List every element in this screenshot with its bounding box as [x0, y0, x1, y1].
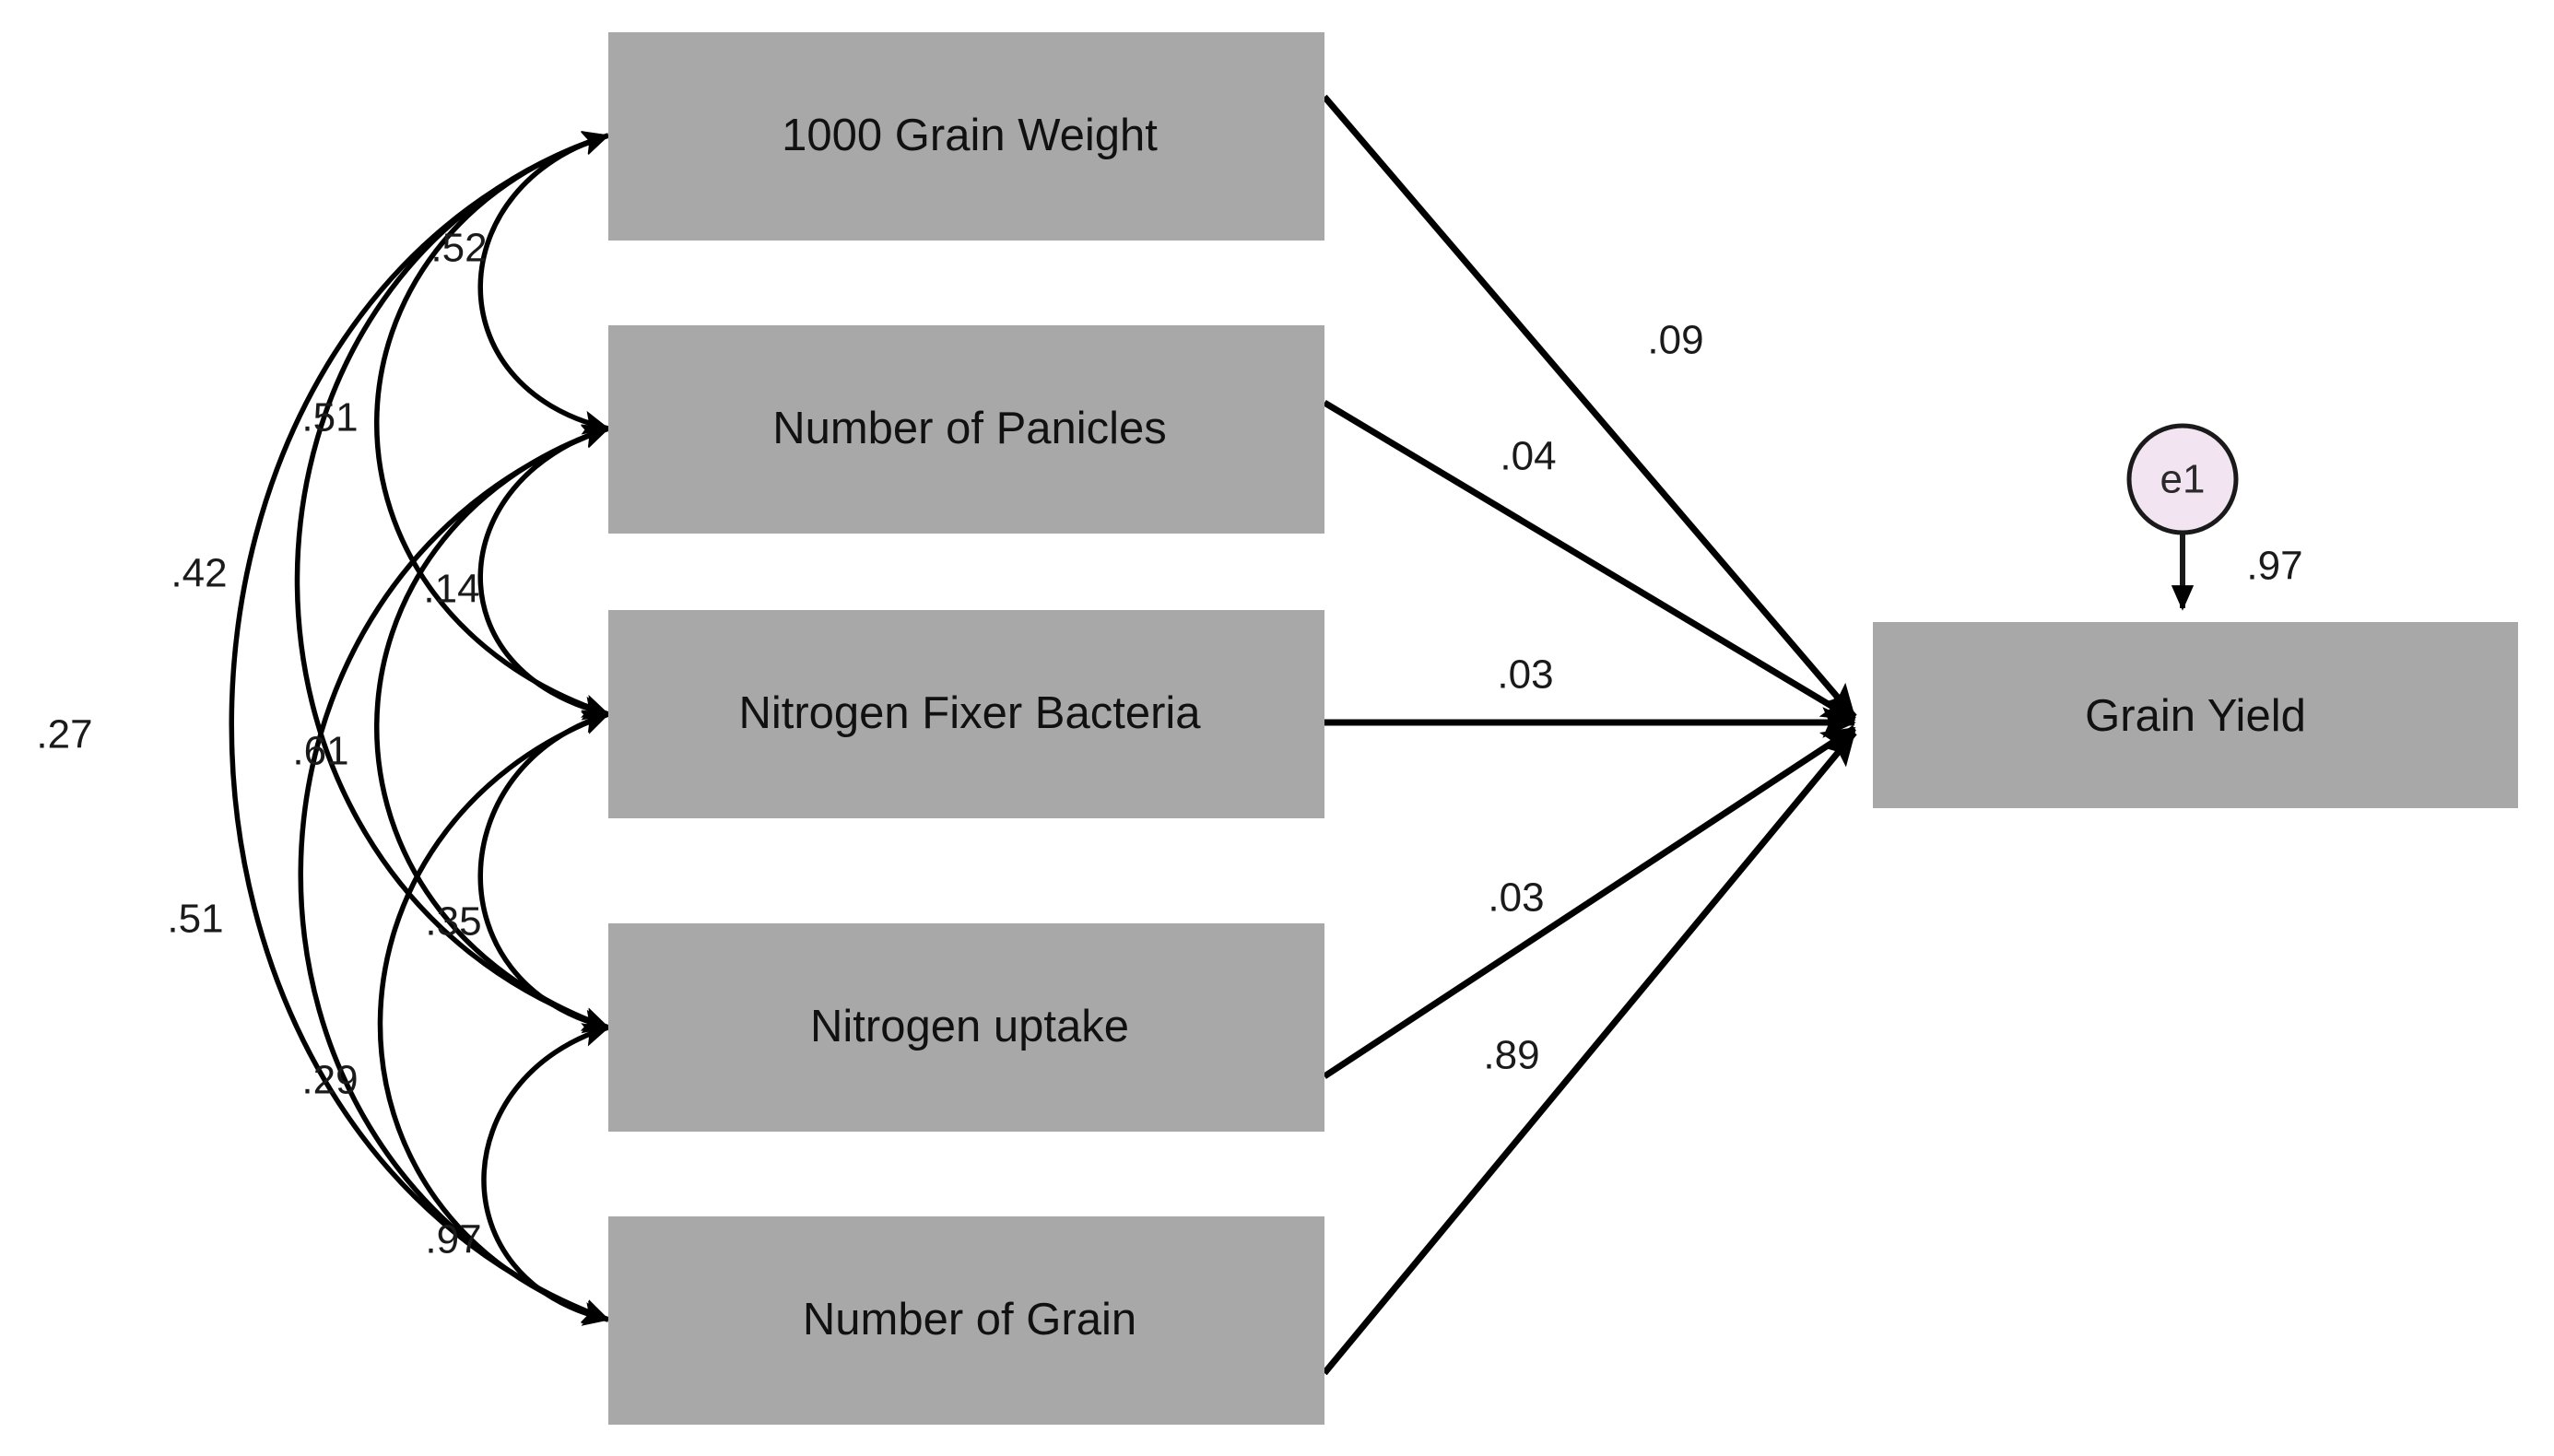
- correlation-curve-panicles-nfixer: [477, 424, 610, 721]
- correlation-label-nuptake-gnumber: .97: [425, 1217, 481, 1262]
- variable-box-nitrogen-uptake[interactable]: Nitrogen uptake: [608, 923, 1324, 1132]
- path-coefficient-grain-weight: .09: [1647, 318, 1703, 363]
- correlation-label-gw-nuptake: .42: [171, 551, 227, 596]
- correlation-curve-gw-gnumber: [229, 132, 610, 1322]
- error-node-e1[interactable]: e1: [2126, 423, 2239, 535]
- variable-box-label: Nitrogen Fixer Bacteria: [738, 688, 1201, 738]
- variable-box-label: Number of Panicles: [772, 404, 1167, 453]
- variable-box-nitrogen-fixer-bacteria[interactable]: Nitrogen Fixer Bacteria: [608, 610, 1324, 818]
- path-arrow-grain-weight-to-yield: [1322, 94, 1857, 720]
- path-arrow-gnumber-to-yield: [1322, 730, 1857, 1376]
- correlation-label-nfixer-nuptake: .35: [425, 899, 481, 945]
- path-coefficient-panicles: .04: [1500, 434, 1556, 479]
- correlation-label-nfixer-gnumber: .29: [301, 1058, 358, 1103]
- variable-box-label: Nitrogen uptake: [810, 1002, 1129, 1051]
- correlation-curve-gw-panicles: [477, 131, 610, 435]
- outcome-box-label: Grain Yield: [2085, 691, 2306, 741]
- path-coefficient-nfixer: .03: [1497, 652, 1553, 698]
- correlation-curve-nfixer-gnumber: [377, 711, 610, 1324]
- correlation-label-gw-nfixer: .51: [301, 395, 358, 440]
- correlation-curve-nuptake-gnumber: [481, 1023, 610, 1326]
- error-node-label: e1: [2160, 457, 2206, 502]
- error-coefficient-label: .97: [2246, 544, 2302, 589]
- correlation-curve-nfixer-nuptake: [477, 710, 610, 1034]
- correlation-label-panicles-nfixer: .14: [423, 567, 479, 612]
- path-coefficient-nuptake: .03: [1488, 875, 1544, 921]
- path-arrow-nuptake-to-yield: [1323, 725, 1856, 1079]
- variable-box-grain-weight[interactable]: 1000 Grain Weight: [608, 32, 1324, 241]
- correlation-curve-panicles-gnumber: [298, 425, 610, 1323]
- variable-box-number-of-grain[interactable]: Number of Grain: [608, 1216, 1324, 1425]
- variable-box-panicles[interactable]: Number of Panicles: [608, 325, 1324, 534]
- path-coefficient-gnumber: .89: [1483, 1033, 1539, 1078]
- variable-box-label: 1000 Grain Weight: [782, 111, 1158, 160]
- correlation-label-gw-panicles: .52: [430, 226, 487, 271]
- correlation-label-panicles-gnumber: .51: [167, 897, 223, 942]
- outcome-box-grain-yield[interactable]: Grain Yield: [1873, 622, 2518, 808]
- correlation-label-panicles-nuptake: .61: [292, 729, 348, 774]
- variable-box-label: Number of Grain: [803, 1295, 1136, 1344]
- path-arrow-panicles-to-yield: [1323, 399, 1856, 723]
- correlation-label-gw-gnumber: .27: [36, 712, 92, 757]
